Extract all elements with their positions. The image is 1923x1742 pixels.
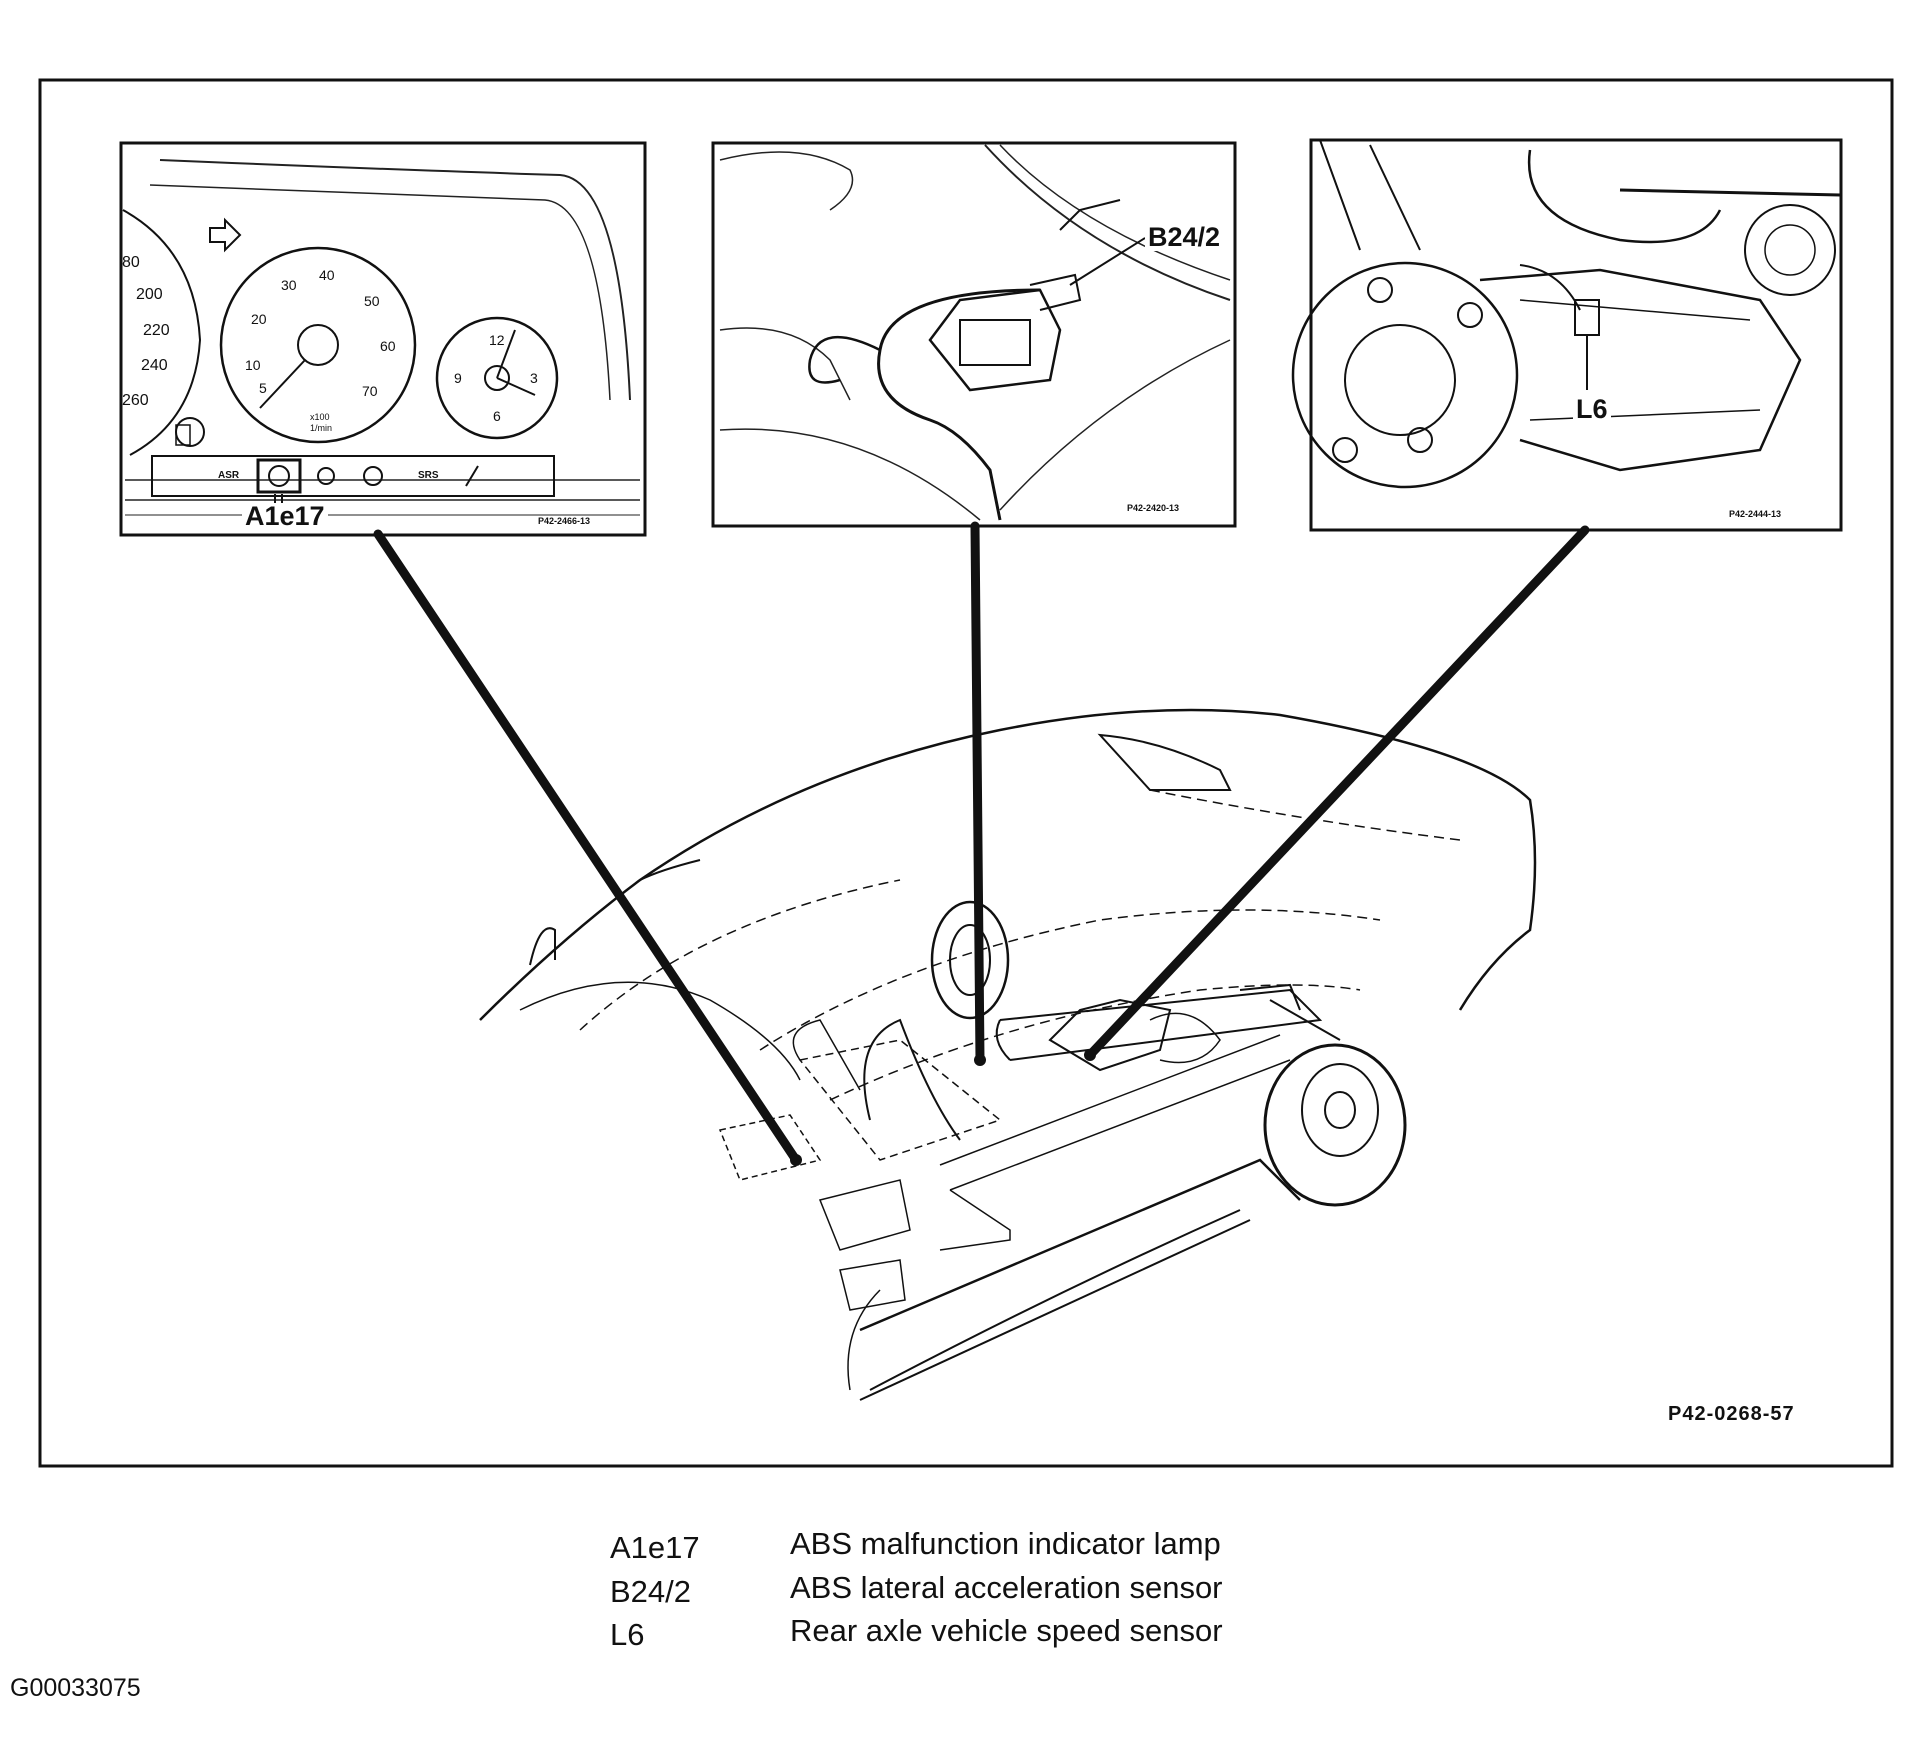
document-id: G00033075 — [10, 1674, 141, 1702]
legend-code-a1e17: A1e17 — [610, 1530, 700, 1565]
clock-tick-9: 9 — [454, 370, 462, 386]
clock-tick-12: 12 — [489, 332, 505, 348]
instrument-cluster-inset — [119, 141, 647, 537]
tacho-unit: x100 — [310, 412, 330, 422]
figure-frame — [38, 78, 1894, 1468]
lateral-acceleration-sensor-inset — [711, 141, 1237, 528]
speedo-tick-200: 200 — [136, 286, 163, 303]
callout-l6: L6 — [1573, 396, 1611, 423]
plate-code-middle: P42-2420-13 — [1127, 503, 1180, 513]
tacho-tick-60: 60 — [380, 338, 396, 354]
legend-code-b24-2: B24/2 — [610, 1574, 692, 1609]
tacho-tick-10: 10 — [245, 357, 261, 373]
speedo-tick-80: 80 — [122, 254, 140, 271]
vehicle-body-illustration — [479, 708, 1537, 1401]
plate-code-left: P42-2466-13 — [538, 516, 591, 526]
tacho-tick-20: 20 — [251, 311, 267, 327]
pointer-lines — [373, 521, 1590, 1165]
warning-light-srs: SRS — [418, 470, 439, 481]
callout-b24-2: B24/2 — [1145, 224, 1224, 251]
tacho-unit-rpm: 1/min — [310, 423, 333, 433]
clock-tick-3: 3 — [530, 370, 538, 386]
callout-a1e17: A1e17 — [242, 503, 328, 530]
tacho-tick-70: 70 — [362, 383, 378, 399]
legend-desc-b24-2: ABS lateral acceleration sensor — [790, 1570, 1223, 1605]
tacho-tick-50: 50 — [364, 293, 380, 309]
plate-code-right: P42-2444-13 — [1729, 509, 1782, 519]
rear-axle-speed-sensor-inset — [1291, 138, 1843, 532]
figure-code: P42-0268-57 — [1668, 1403, 1795, 1425]
tacho-tick-5: 5 — [259, 380, 267, 396]
tacho-tick-30: 30 — [281, 277, 297, 293]
clock-tick-6: 6 — [493, 408, 501, 424]
speedo-tick-260: 260 — [122, 392, 149, 409]
warning-light-asr: ASR — [218, 470, 240, 481]
speedo-tick-240: 240 — [141, 357, 168, 374]
tacho-tick-40: 40 — [319, 267, 335, 283]
speedo-tick-220: 220 — [143, 322, 170, 339]
pointer-l6 — [1085, 525, 1590, 1060]
pointer-a1e17 — [373, 529, 801, 1165]
legend-code-l6: L6 — [610, 1617, 645, 1652]
pointer-b24-2 — [970, 521, 985, 1065]
legend-desc-a1e17: ABS malfunction indicator lamp — [790, 1526, 1221, 1561]
legend-desc-l6: Rear axle vehicle speed sensor — [790, 1613, 1223, 1648]
